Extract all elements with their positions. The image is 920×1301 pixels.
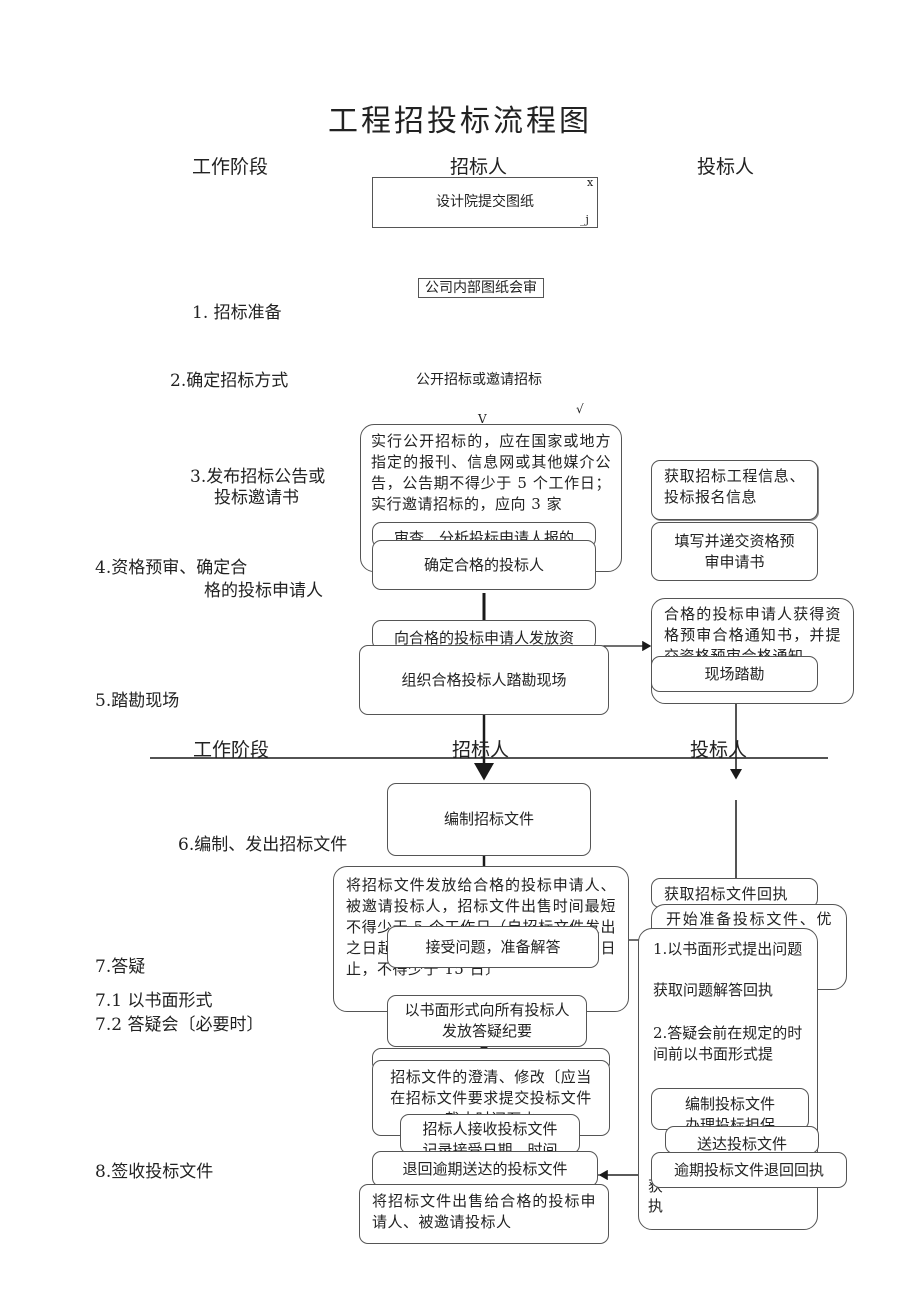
node-deliver-bid: 送达投标文件: [665, 1126, 819, 1154]
stage-7-1: 7.1 以书面形式: [95, 991, 213, 1011]
node-sell-docs: 将招标文件出售给合格的投标申请人、被邀请投标人: [359, 1184, 609, 1244]
stage-3a: 3.发布招标公告或: [190, 467, 326, 487]
node-public-notice-text: 实行公开招标的，应在国家或地方指定的报刊、信息网或其他媒介公告，公告期不得少于 …: [371, 432, 611, 513]
mid-header-stage: 工作阶段: [193, 739, 270, 761]
node-get-info-text: 获取招标工程信息、投标报名信息: [664, 467, 805, 506]
stage-7: 7.答疑: [95, 957, 146, 977]
node-confirm-qualified-label: 确定合格的投标人: [423, 555, 544, 574]
node-issue-to-qualified-text: 向合格的投标申请人发放资: [393, 629, 574, 647]
stage-1: 1. 招标准备: [192, 303, 282, 323]
node-internal-review: 公司内部图纸会审: [418, 278, 544, 298]
stage-3b: 投标邀请书: [214, 488, 299, 508]
node-receive-bids: 招标人接收投标文件 记录接受日期、时间: [400, 1114, 580, 1154]
node-compile-bid: 编制投标文件 办理投标担保: [651, 1088, 809, 1130]
node-late-receipt-label: 逾期投标文件退回回执: [673, 1160, 824, 1179]
stage-2: 2.确定招标方式: [170, 371, 289, 391]
mark-j: _j: [580, 213, 589, 226]
node-accept-questions-label: 接受问题，准备解答: [425, 937, 561, 956]
stage-5: 5.踏勘现场: [95, 691, 180, 711]
node-design-submit-label: 设计院提交图纸: [436, 194, 534, 210]
mark-x: x: [587, 176, 594, 189]
node-compile-bid-text: 编制投标文件: [684, 1095, 775, 1113]
stage-4a: 4.资格预审、确定合: [95, 558, 248, 578]
node-internal-review-label: 公司内部图纸会审: [425, 279, 537, 296]
node-confirm-qualified: 确定合格的投标人: [372, 540, 596, 590]
page-title: 工程招投标流程图: [328, 104, 592, 139]
node-sell-docs-text: 将招标文件出售给合格的投标申请人、被邀请投标人: [372, 1192, 596, 1231]
node-written-to-all: 以书面形式向所有投标人发放答疑纪要: [387, 995, 587, 1047]
header-stage: 工作阶段: [192, 156, 269, 178]
node-get-receipt: 获取招标文件回执: [651, 878, 818, 908]
node-written-questions-text: 1.以书面形式提出问题: [653, 940, 803, 958]
node-receive-bids-2-text: 记录接受日期、时间: [422, 1141, 558, 1154]
node-organize-site-label: 组织合格投标人踏勘现场: [401, 670, 567, 689]
mark-check: √: [576, 402, 584, 416]
stage-4b: 格的投标申请人: [204, 581, 323, 601]
mark-v: V: [478, 412, 487, 426]
node-bid-bond-text: 办理投标担保: [684, 1116, 775, 1130]
mid-header-bidder: 投标人: [690, 739, 748, 761]
node-organize-site: 组织合格投标人踏勘现场: [359, 645, 609, 715]
node-accept-questions: 接受问题，准备解答: [387, 926, 599, 968]
header-tenderer: 招标人: [450, 156, 508, 178]
node-compile-docs-label: 编制招标文件: [443, 810, 534, 828]
stage-8: 8.签收投标文件: [95, 1162, 214, 1182]
node-return-late: 退回逾期送达的投标文件: [372, 1151, 598, 1187]
node-site-visit-label: 现场踏勘: [704, 664, 765, 683]
node-meeting-questions-text: 2.答疑会前在规定的时间前以书面形式提: [653, 1024, 803, 1063]
node-get-answer-receipt-text: 获取问题解答回执: [653, 981, 774, 999]
node-get-info: 获取招标工程信息、投标报名信息: [651, 460, 818, 520]
stage-7-2: 7.2 答疑会〔必要时〕: [95, 1015, 264, 1035]
node-fill-prequal-text: 填写并递交资格预审申请书: [674, 531, 795, 571]
node-compile-docs: 编制招标文件: [387, 783, 591, 856]
stage-6: 6.编制、发出招标文件: [178, 835, 348, 855]
mid-header-tenderer: 招标人: [452, 739, 510, 761]
node-late-receipt: 逾期投标文件退回回执: [651, 1152, 847, 1188]
node-written-to-all-text: 以书面形式向所有投标人发放答疑纪要: [404, 1001, 570, 1040]
header-bidder: 投标人: [697, 156, 755, 178]
node-design-submit: 设计院提交图纸: [372, 177, 598, 228]
node-deliver-bid-text: 送达投标文件: [696, 1135, 787, 1153]
node-site-visit: 现场踏勘: [651, 656, 818, 692]
tail-zhi: 执: [648, 1197, 664, 1215]
node-fill-prequal: 填写并递交资格预审申请书: [651, 522, 818, 581]
node-get-receipt-text: 获取招标文件回执: [664, 885, 789, 903]
node-return-late-label: 退回逾期送达的投标文件: [402, 1159, 568, 1178]
node-method: 公开招标或邀请招标: [416, 372, 542, 388]
node-receive-bids-text: 招标人接收投标文件: [422, 1120, 558, 1138]
